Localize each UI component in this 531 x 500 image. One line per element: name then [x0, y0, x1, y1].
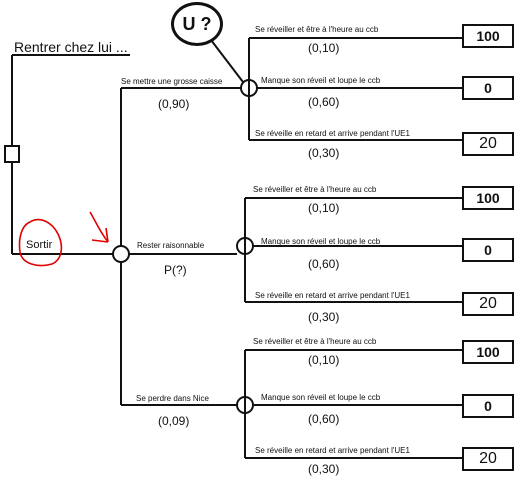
- b1-out-3-payoff: 20: [462, 132, 514, 156]
- branch-1-prob: (0,90): [158, 97, 190, 111]
- b1-out-3-label: Se réveille en retard et arrive pendant …: [255, 129, 410, 138]
- b1-out-2-label: Manque son réveil et loupe le ccb: [261, 76, 381, 85]
- b2-out-1-payoff: 100: [462, 186, 514, 210]
- b1-out-2-prob: (0,60): [308, 95, 340, 109]
- b2-out-3-label: Se réveille en retard et arrive pendant …: [255, 291, 410, 300]
- sortir-label: Sortir: [26, 239, 53, 251]
- red-arrow-annotation: [89, 211, 109, 243]
- b3-out-1-label: Se réveiller et être à l'heure au ccb: [253, 337, 377, 346]
- b2-out-1-label: Se réveiller et être à l'heure au ccb: [253, 185, 377, 194]
- b2-out-3-prob: (0,30): [308, 310, 340, 324]
- b3-out-3-payoff: 20: [462, 447, 514, 471]
- question-pointer-line: [210, 39, 244, 83]
- b2-out-2-payoff: 0: [462, 238, 514, 262]
- branch-2-prob: P(?): [164, 263, 187, 277]
- b3-out-3-label: Se réveille en retard et arrive pendant …: [255, 446, 410, 455]
- b1-out-3-prob: (0,30): [308, 146, 340, 160]
- branch-3-prob: (0,09): [158, 414, 190, 428]
- b3-out-2-label: Manque son réveil et loupe le ccb: [261, 393, 381, 402]
- sortir-highlight-scribble: [18, 218, 63, 267]
- b2-out-2-label: Manque son réveil et loupe le ccb: [261, 237, 381, 246]
- b3-out-1-payoff: 100: [462, 340, 514, 364]
- root-label: Rentrer chez lui ...: [14, 39, 128, 55]
- b3-out-2-payoff: 0: [462, 394, 514, 418]
- branch-3-label: Se perdre dans Nice: [136, 394, 209, 403]
- branch-1-label: Se mettre une grosse caisse: [121, 77, 223, 86]
- question-circle: U ?: [171, 2, 223, 46]
- b1-out-1-payoff: 100: [462, 24, 514, 48]
- b3-out-1-prob: (0,10): [308, 353, 340, 367]
- b2-out-2-prob: (0,60): [308, 257, 340, 271]
- b1-out-1-label: Se réveiller et être à l'heure au ccb: [255, 25, 379, 34]
- branch-2-label: Rester raisonnable: [137, 241, 205, 250]
- b3-out-2-prob: (0,60): [308, 412, 340, 426]
- b2-out-1-prob: (0,10): [308, 201, 340, 215]
- b1-out-1-prob: (0,10): [308, 41, 340, 55]
- decision-node: [4, 145, 20, 163]
- b2-out-3-payoff: 20: [462, 292, 514, 316]
- b3-out-3-prob: (0,30): [308, 462, 340, 476]
- main-chance-node: [112, 245, 130, 263]
- b1-out-2-payoff: 0: [462, 76, 514, 100]
